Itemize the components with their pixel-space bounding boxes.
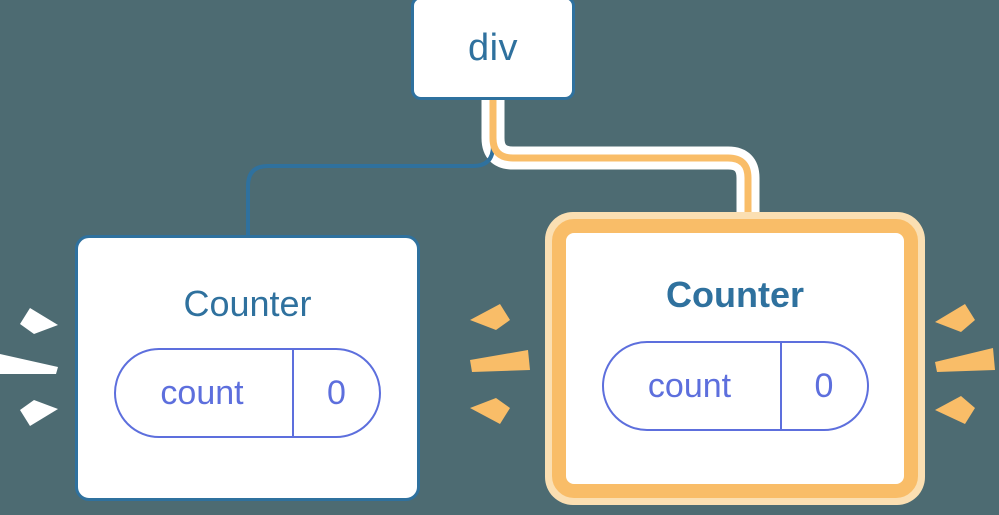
- state-pill-left[interactable]: count 0: [114, 348, 381, 438]
- node-counter-left[interactable]: Counter count 0: [75, 235, 420, 501]
- node-counter-left-label: Counter: [183, 283, 312, 324]
- state-pill-divider: [292, 350, 294, 436]
- state-value-left: 0: [327, 373, 346, 412]
- node-counter-right[interactable]: Counter count 0: [552, 219, 918, 498]
- sparkle-right-of-left-counter-icon: [470, 278, 530, 448]
- state-value-right: 0: [814, 366, 834, 405]
- state-key-left: count: [160, 373, 244, 412]
- node-div[interactable]: div: [411, 0, 575, 100]
- sparkle-right-of-right-counter-icon: [935, 278, 995, 448]
- state-pill-divider: [779, 343, 782, 429]
- node-counter-right-highlight-ring: Counter count 0: [545, 212, 925, 505]
- connector-div-to-counter-right[interactable]: [489, 99, 752, 232]
- connector-div-to-counter-left[interactable]: [246, 99, 495, 237]
- node-div-label: div: [467, 27, 519, 69]
- node-counter-right-label: Counter: [666, 274, 804, 315]
- state-pill-right[interactable]: count 0: [601, 341, 869, 431]
- sparkle-left-of-left-counter-icon: [0, 282, 58, 452]
- state-key-right: count: [647, 366, 732, 405]
